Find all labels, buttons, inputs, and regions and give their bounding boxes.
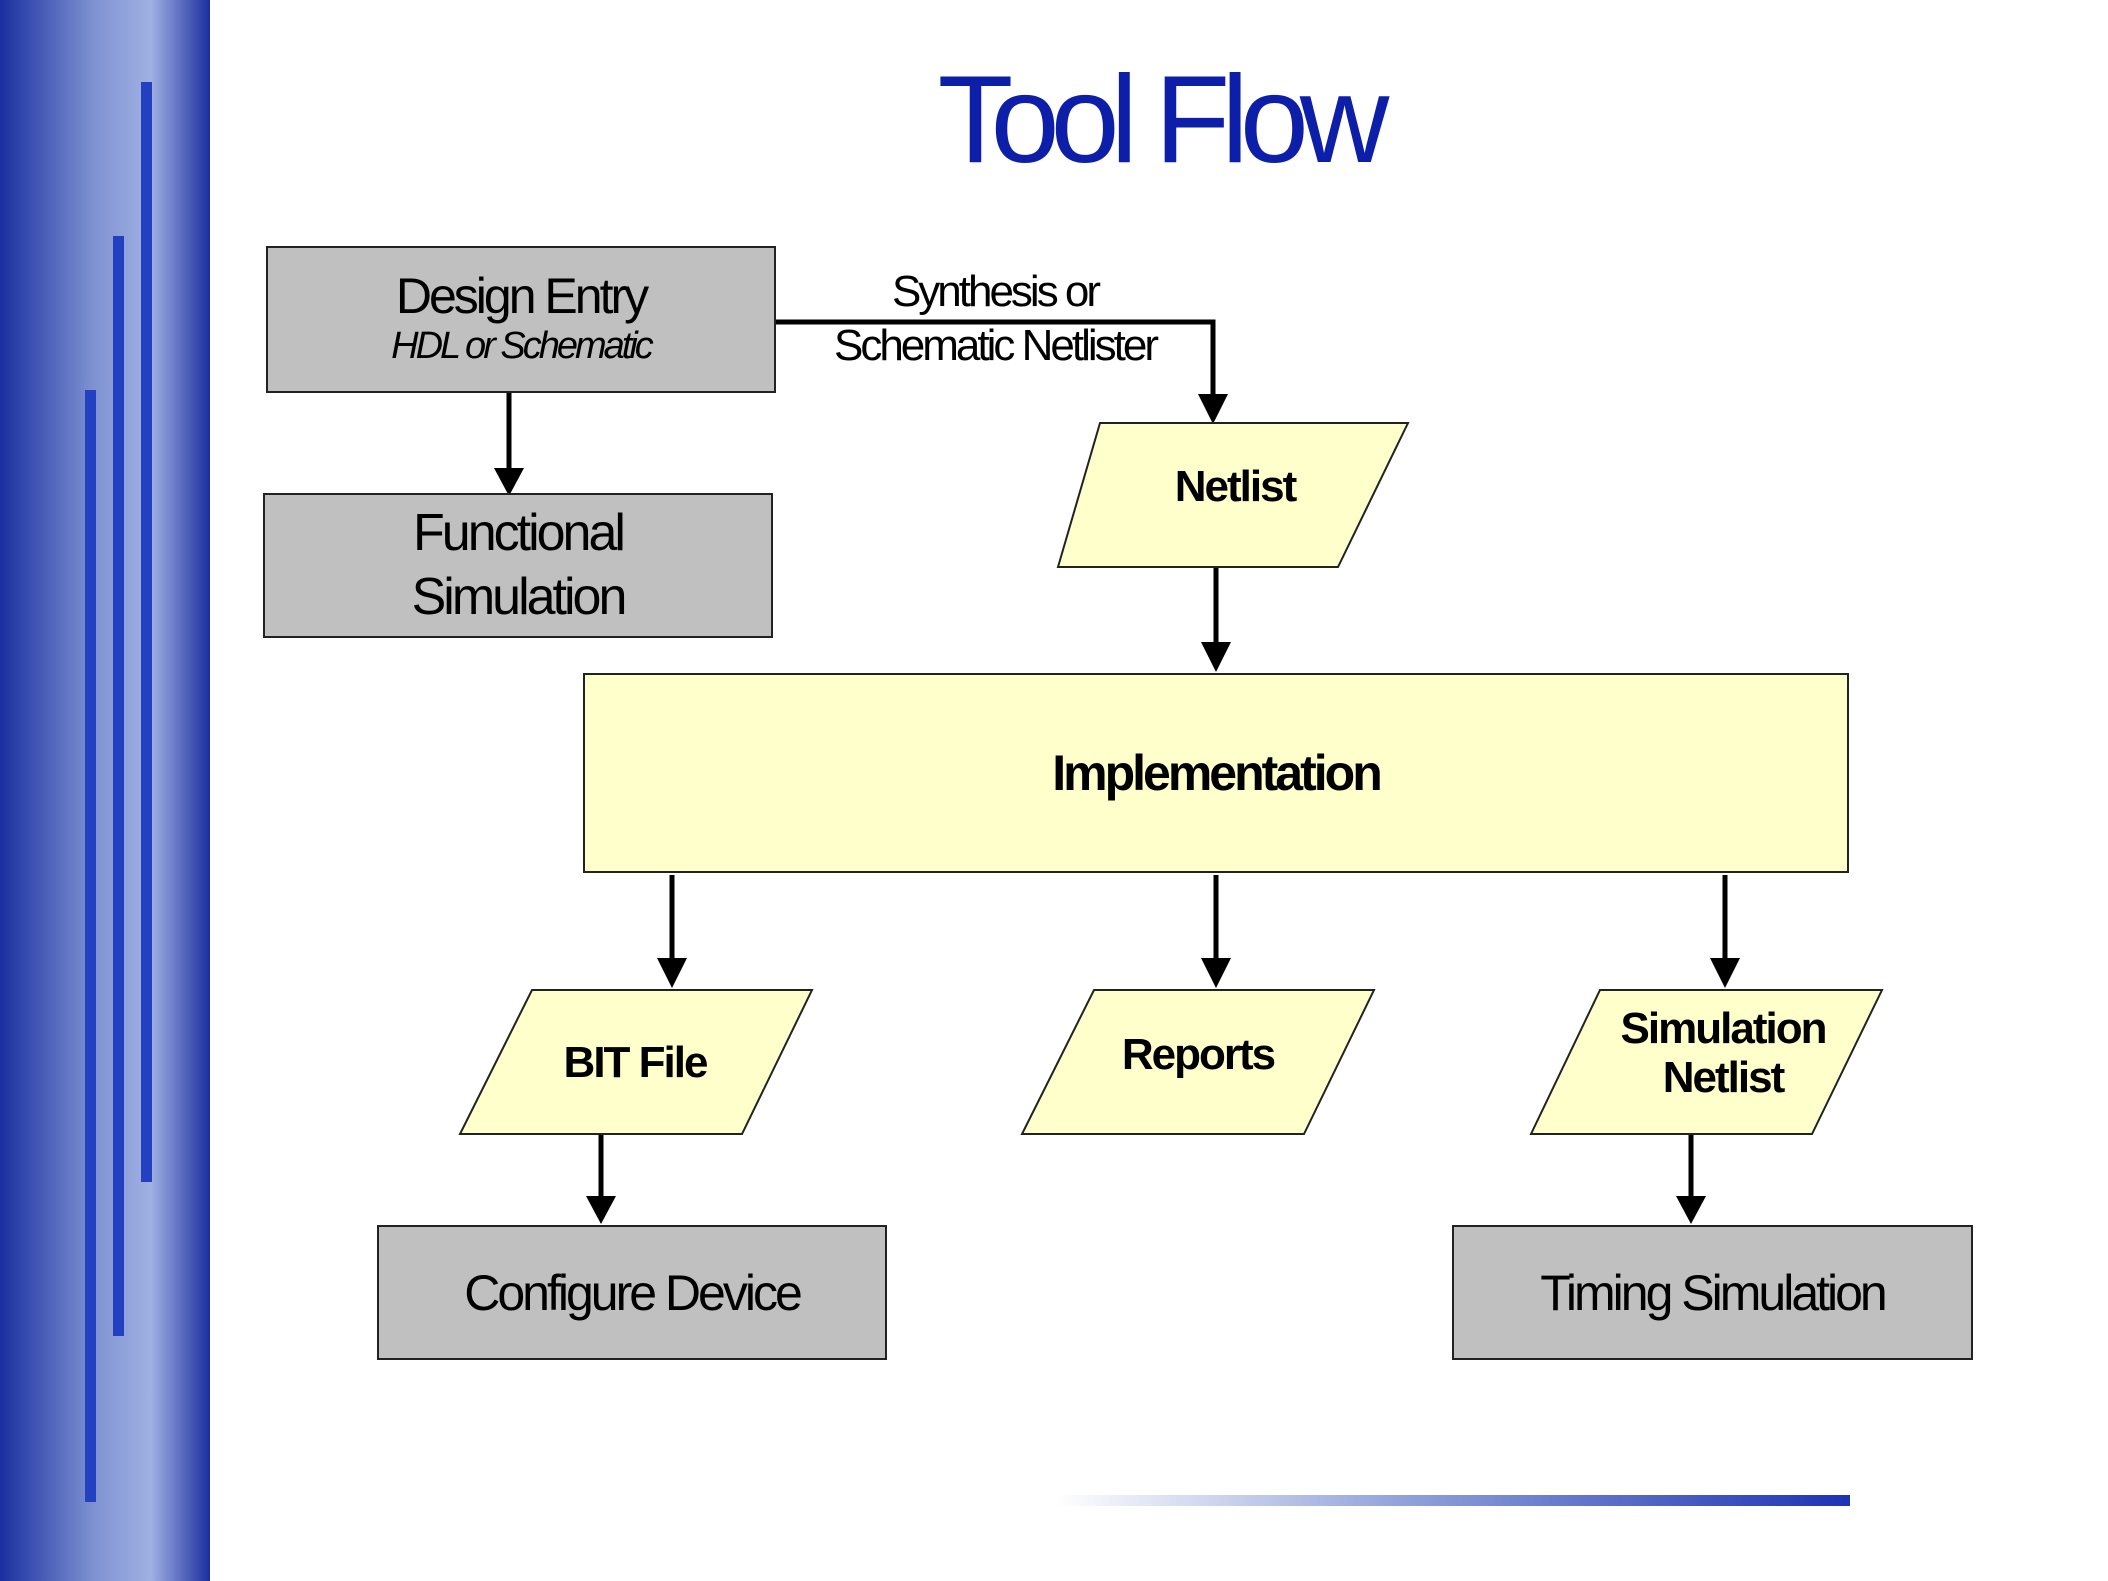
netlist-label: Netlist — [1174, 462, 1297, 511]
bitfile-shape — [458, 989, 814, 1135]
functional-simulation-box: Functional Simulation — [263, 493, 773, 638]
footer-gradient-bar — [1057, 1495, 1850, 1506]
sidebar-line-2 — [113, 236, 124, 1336]
functional-simulation-line1: Functional — [413, 504, 626, 563]
netlist-shape — [1056, 422, 1410, 568]
synthesis-label-line2: Schematic Netlister — [833, 320, 1159, 370]
simnetlist-shape — [1529, 989, 1884, 1135]
reports-shape — [1020, 989, 1376, 1135]
design-entry-subtitle: HDL or Schematic — [391, 325, 654, 368]
simulation-netlist-label: Simulation Netlist — [1578, 1004, 1868, 1103]
functional-simulation-line2: Simulation — [411, 567, 628, 626]
arrowhead-netlist — [1198, 394, 1228, 424]
arrowhead-simnetlist — [1710, 958, 1740, 988]
simulation-netlist-line2: Netlist — [1662, 1053, 1785, 1103]
arrowhead-timing — [1676, 1196, 1706, 1224]
implementation-box: Implementation — [583, 673, 1849, 873]
sidebar-line-3 — [85, 390, 96, 1502]
timing-simulation-label: Timing Simulation — [1540, 1264, 1888, 1321]
arrow-design-to-netlist — [775, 319, 1216, 396]
synthesis-edge-label: Synthesis or Schematic Netlister — [780, 265, 1210, 372]
sidebar-gradient — [0, 0, 210, 1581]
design-entry-box: Design Entry HDL or Schematic — [266, 246, 776, 393]
page-title: Tool Flow — [937, 51, 1390, 189]
reports-label: Reports — [1121, 1030, 1276, 1079]
arrowhead-bitfile — [657, 958, 687, 988]
configure-device-label: Configure Device — [464, 1264, 803, 1321]
sidebar-line-1 — [141, 82, 152, 1182]
arrowhead-functional — [494, 468, 524, 496]
simulation-netlist-line1: Simulation — [1620, 1004, 1828, 1053]
configure-device-box: Configure Device — [377, 1225, 887, 1360]
synthesis-label-line1: Synthesis or — [891, 267, 1101, 316]
arrowhead-reports — [1201, 958, 1231, 988]
design-entry-title: Design Entry — [395, 268, 649, 325]
implementation-label: Implementation — [1052, 745, 1382, 801]
timing-simulation-box: Timing Simulation — [1452, 1225, 1973, 1360]
arrowhead-implementation — [1201, 642, 1231, 672]
bitfile-label: BIT File — [563, 1038, 709, 1087]
arrowhead-configure — [586, 1196, 616, 1224]
